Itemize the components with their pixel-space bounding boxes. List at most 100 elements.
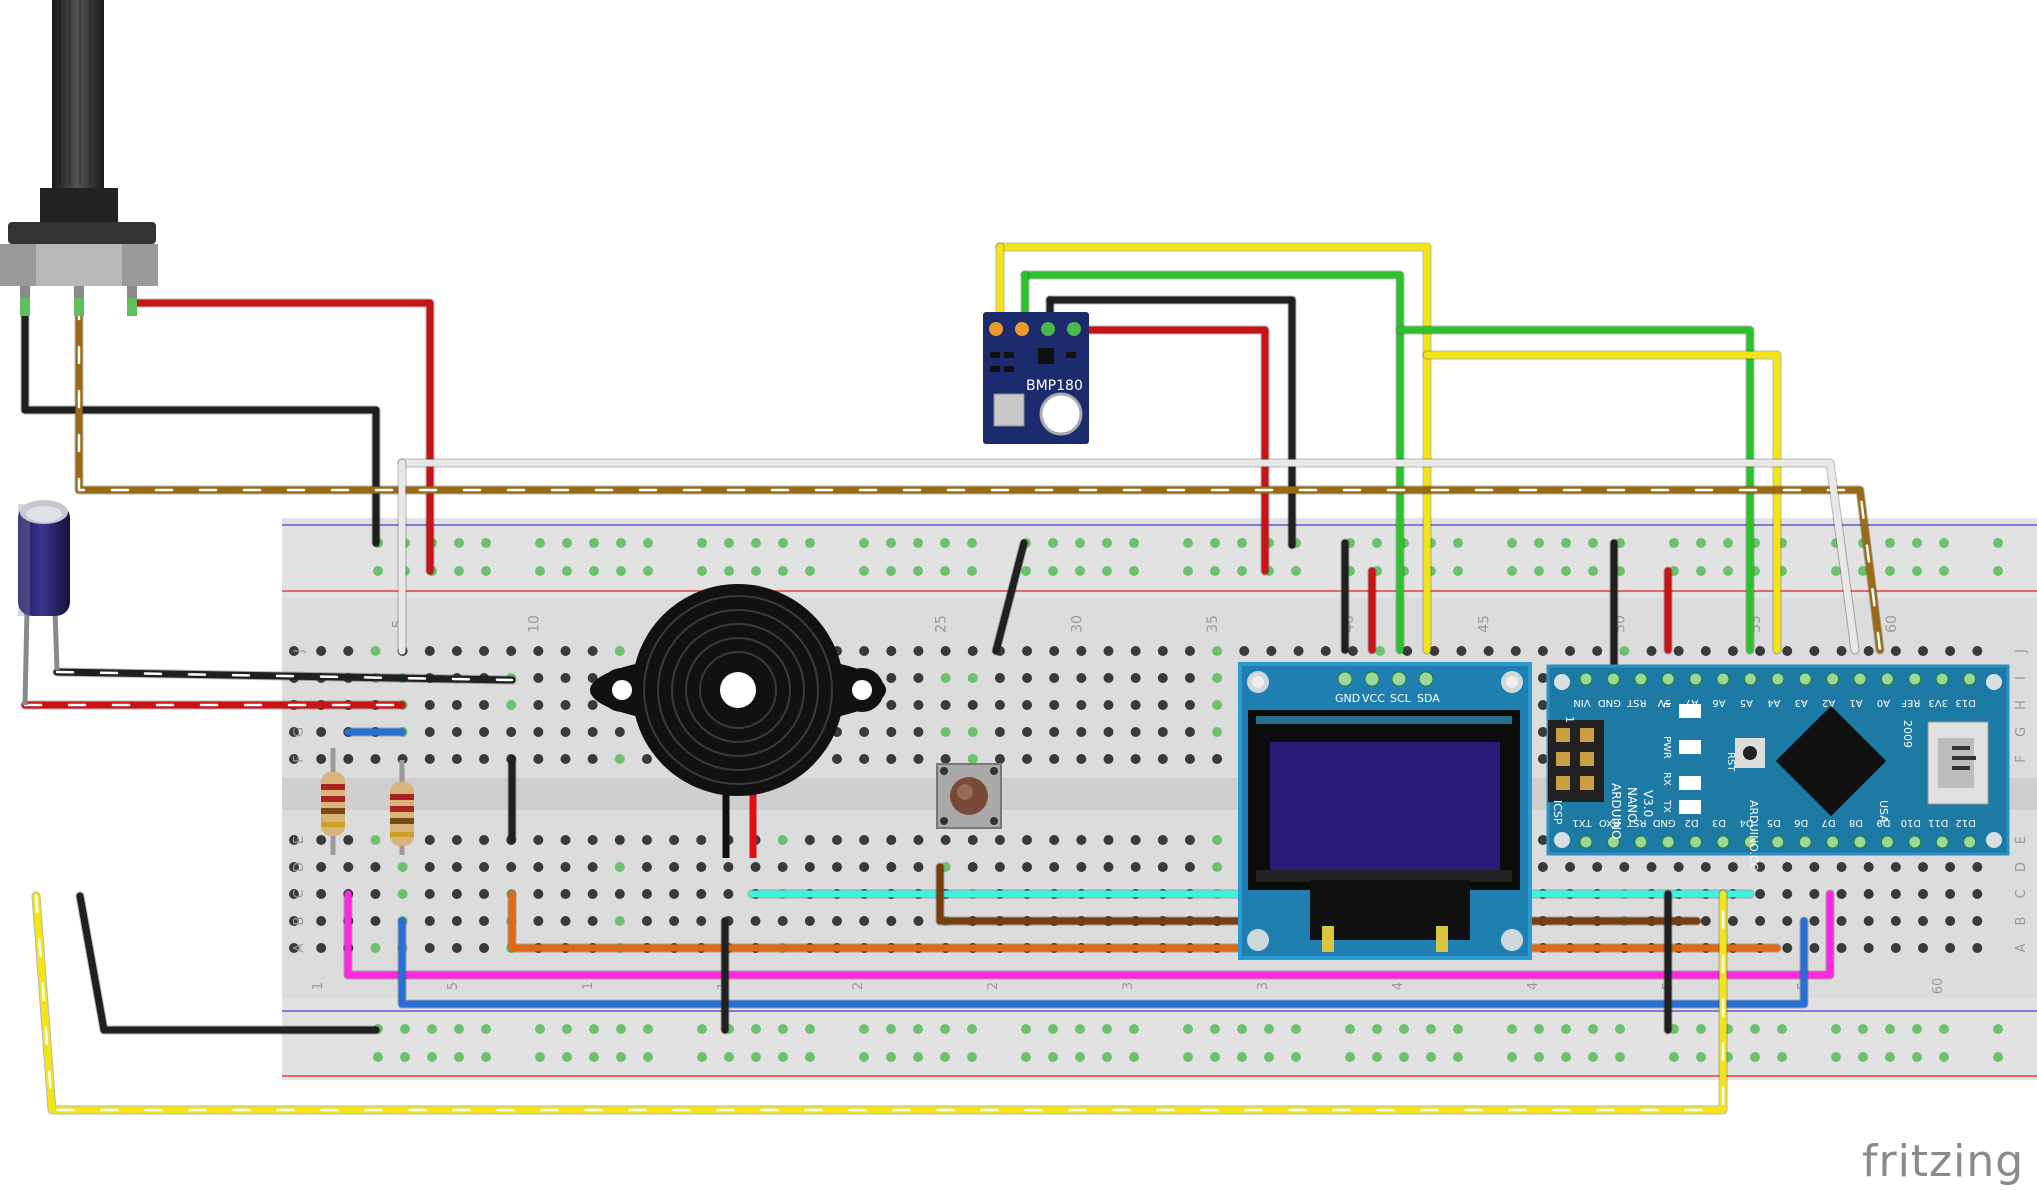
rail-hole <box>1102 538 1112 548</box>
hole <box>588 835 598 845</box>
hole <box>751 916 761 926</box>
nano-pin-label-top: GND <box>1598 697 1621 708</box>
rail-hole <box>724 1052 734 1062</box>
nano-label-version: V3.0 <box>1641 790 1655 817</box>
rail-hole <box>616 1024 626 1034</box>
hole <box>1891 916 1901 926</box>
hole <box>859 835 869 845</box>
hole <box>1104 862 1114 872</box>
nano-icsp: ICSP <box>1551 800 1564 825</box>
hole <box>968 835 978 845</box>
hole <box>1945 889 1955 899</box>
rail-hole <box>967 538 977 548</box>
hole <box>1158 673 1168 683</box>
row-letter-right: E <box>2014 836 2029 844</box>
row-letter-left: E <box>292 836 307 844</box>
row-letter-left: D <box>292 862 307 872</box>
rail-hole <box>1453 1024 1463 1034</box>
nano-pin-label-top: A0 <box>1877 697 1890 708</box>
rail-hole <box>1912 1024 1922 1034</box>
hole <box>696 889 706 899</box>
hole <box>1104 673 1114 683</box>
rail-hole <box>454 1024 464 1034</box>
rail-hole <box>643 1052 653 1062</box>
rail-hole <box>1723 566 1733 576</box>
hole <box>1565 862 1575 872</box>
nano-pin-top <box>1580 673 1592 685</box>
row-letter-left: J <box>292 649 307 654</box>
hole <box>1049 835 1059 845</box>
hole <box>316 862 326 872</box>
hole <box>1945 646 1955 656</box>
rail-hole <box>1534 1024 1544 1034</box>
hole <box>398 862 408 872</box>
hole <box>479 700 489 710</box>
hole <box>1212 862 1222 872</box>
rail-hole <box>1534 1052 1544 1062</box>
hole <box>751 862 761 872</box>
bmp180-label: BMP180 <box>1026 378 1083 394</box>
hole <box>533 727 543 737</box>
nano-pin-bottom <box>1909 836 1921 848</box>
nano-pin-bottom <box>1635 836 1647 848</box>
nano-pin-label-top: VIN <box>1573 697 1590 708</box>
hole <box>370 646 380 656</box>
nano-pin-bottom <box>1717 836 1729 848</box>
hole <box>425 700 435 710</box>
hole <box>832 862 842 872</box>
hole <box>1972 916 1982 926</box>
hole <box>1076 646 1086 656</box>
rail-hole <box>562 566 572 576</box>
hole <box>1945 943 1955 953</box>
rail-hole <box>1372 1052 1382 1062</box>
nano-led-tx: TX <box>1661 799 1672 813</box>
hole <box>316 943 326 953</box>
hole <box>425 889 435 899</box>
row-letter-left: F <box>292 755 307 762</box>
nano-year: 2009 <box>1901 720 1914 748</box>
hole <box>968 754 978 764</box>
rail-hole <box>589 566 599 576</box>
rail-hole <box>1291 1024 1301 1034</box>
rail-hole <box>1453 1052 1463 1062</box>
hole <box>886 700 896 710</box>
rail-hole <box>427 1052 437 1062</box>
nano-pin-top <box>1964 673 1976 685</box>
hole <box>723 862 733 872</box>
hole <box>1864 943 1874 953</box>
rail-hole <box>1129 1024 1139 1034</box>
hole <box>452 889 462 899</box>
hole <box>1212 727 1222 737</box>
rail-hole <box>697 538 707 548</box>
hole <box>1131 862 1141 872</box>
rail-hole <box>1993 1024 2003 1034</box>
nano-pin-top <box>1662 673 1674 685</box>
rail-hole <box>1993 1052 2003 1062</box>
hole <box>1076 754 1086 764</box>
rail-hole <box>616 1052 626 1062</box>
rail-hole <box>1183 566 1193 576</box>
row-letter-right: A <box>2014 943 2029 952</box>
hole <box>1076 835 1086 845</box>
rail-hole <box>373 566 383 576</box>
rail-hole <box>562 1024 572 1034</box>
hole <box>1456 646 1466 656</box>
rail-hole <box>913 566 923 576</box>
rail-hole <box>1885 566 1895 576</box>
rail-hole <box>1858 1052 1868 1062</box>
hole <box>1076 862 1086 872</box>
rail-hole <box>616 538 626 548</box>
hole <box>1131 754 1141 764</box>
row-letter-right: G <box>2014 727 2029 737</box>
rail-hole <box>724 538 734 548</box>
hole <box>1837 916 1847 926</box>
rail-hole <box>589 538 599 548</box>
rail-hole <box>1048 538 1058 548</box>
hole <box>1891 862 1901 872</box>
row-letter-right: H <box>2014 700 2029 710</box>
hole <box>1674 646 1684 656</box>
hole <box>479 943 489 953</box>
hole <box>995 727 1005 737</box>
hole <box>588 646 598 656</box>
hole <box>723 889 733 899</box>
